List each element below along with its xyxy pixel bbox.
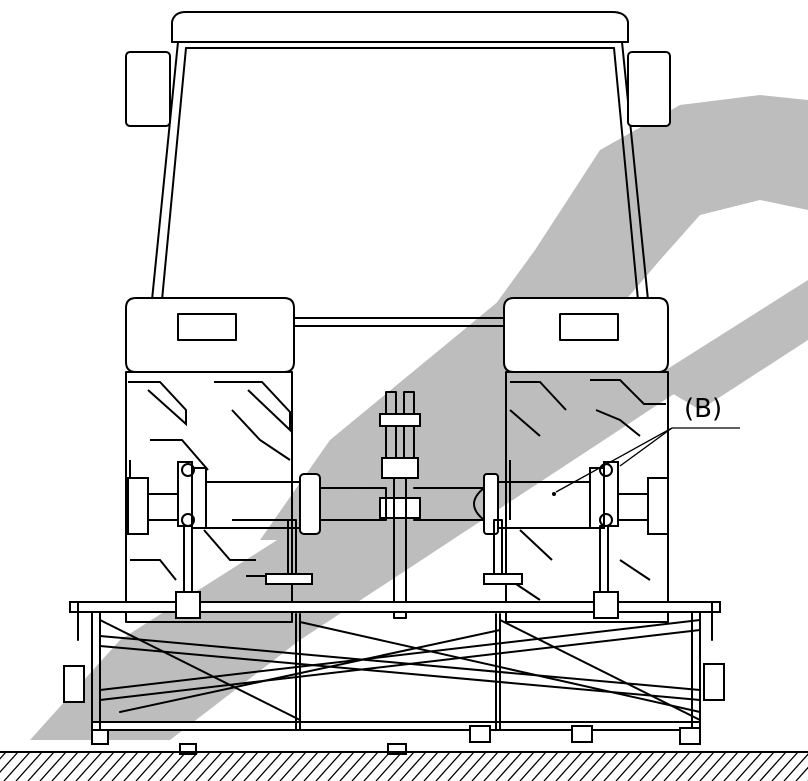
ground-hatch-line	[387, 751, 415, 781]
ground-hatch-line	[759, 751, 787, 781]
right-shaft-bracket	[589, 461, 669, 597]
ground-hatch-line	[231, 751, 259, 781]
ground-hatch-line	[147, 751, 175, 781]
top-link-mast	[379, 391, 421, 619]
ground-hatch-line	[435, 751, 463, 781]
ground-hatch-line	[699, 751, 727, 781]
ground-hatch-line	[315, 751, 343, 781]
ground-hatch-line	[651, 751, 679, 781]
left-mirror	[125, 51, 171, 127]
ground-hatch-line	[171, 751, 199, 781]
ground-hatch-line	[135, 751, 163, 781]
ground-hatch-line	[267, 751, 295, 781]
ground-hatch-line	[687, 751, 715, 781]
ground-hatch-line	[0, 751, 7, 760]
ground-hatch-line	[111, 751, 139, 781]
ground-hatch-line	[51, 751, 79, 781]
lower-arm-brackets	[265, 519, 523, 585]
ground-hatch-line	[243, 751, 271, 781]
ground-hatch-line	[783, 753, 808, 781]
callout-b-label: (B)	[684, 394, 723, 424]
ground-hatch-line	[339, 751, 367, 781]
ground-hatch-line	[627, 751, 655, 781]
ground-hatch-line	[219, 751, 247, 781]
ground-hatch-line	[723, 751, 751, 781]
ground-hatch-line	[63, 751, 91, 781]
right-mirror	[627, 51, 671, 127]
callout-b-leader	[555, 427, 740, 493]
ground-hatch-line	[351, 751, 379, 781]
ground-hatch-line	[423, 751, 451, 781]
ground-hatch-line	[555, 751, 583, 781]
ground-hatch-line	[543, 751, 571, 781]
ground-hatch-line	[303, 751, 331, 781]
ground-hatch-line	[3, 751, 31, 781]
ground-hatch-line	[519, 751, 547, 781]
ground-hatch-line	[207, 751, 235, 781]
ground-hatch-line	[603, 751, 631, 781]
right-fender	[503, 297, 669, 373]
ground-hatch-line	[15, 751, 43, 781]
ground-hatch-line	[795, 766, 808, 781]
ground-hatch-line	[291, 751, 319, 781]
ground-hatch-line	[399, 751, 427, 781]
ground-hatch-line	[579, 751, 607, 781]
ground-hatch-line	[75, 751, 103, 781]
ground-hatch-line	[195, 751, 223, 781]
ground-hatch-line	[0, 751, 19, 774]
ground-hatch-line	[327, 751, 355, 781]
ground-hatch-line	[99, 751, 127, 781]
cab-roof	[171, 11, 629, 43]
ground-hatch-line	[87, 751, 115, 781]
ground-hatch-line	[663, 751, 691, 781]
ground-hatch-line	[711, 751, 739, 781]
ground-hatch-line	[159, 751, 187, 781]
cab-windshield	[151, 41, 649, 301]
ground-hatch-line	[459, 751, 487, 781]
ground-hatch-line	[375, 751, 403, 781]
ground-hatch-line	[771, 751, 799, 781]
ground-hatching	[0, 751, 808, 781]
ground-hatch-line	[567, 751, 595, 781]
ground-hatch-line	[747, 751, 775, 781]
left-shaft-bracket	[127, 461, 207, 597]
cross-shaft	[205, 473, 593, 535]
ground-hatch-line	[639, 751, 667, 781]
ground-hatch-line	[675, 751, 703, 781]
attachment-frame	[63, 591, 725, 731]
ground-hatch-line	[183, 751, 211, 781]
ground-hatch-line	[39, 751, 67, 781]
ground-hatch-line	[363, 751, 391, 781]
ground-hatch-line	[411, 751, 439, 781]
ground-hatch-line	[531, 751, 559, 781]
ground-hatch-line	[255, 751, 283, 781]
ground-hatch-line	[279, 751, 307, 781]
ground-hatch-line	[495, 751, 523, 781]
hood-front	[291, 317, 509, 327]
ground-hatch-line	[507, 751, 535, 781]
ground-hatch-line	[735, 751, 763, 781]
diagonal-braces	[99, 613, 701, 731]
left-tire	[125, 371, 293, 623]
ground-hatch-line	[447, 751, 475, 781]
ground-hatch-line	[27, 751, 55, 781]
ground-shoes	[91, 725, 701, 755]
ground-hatch-line	[483, 751, 511, 781]
ground-hatch-line	[615, 751, 643, 781]
ground-hatch-line	[591, 751, 619, 781]
ground-hatch-line	[123, 751, 151, 781]
left-fender	[125, 297, 295, 373]
ground-hatch-line	[471, 751, 499, 781]
